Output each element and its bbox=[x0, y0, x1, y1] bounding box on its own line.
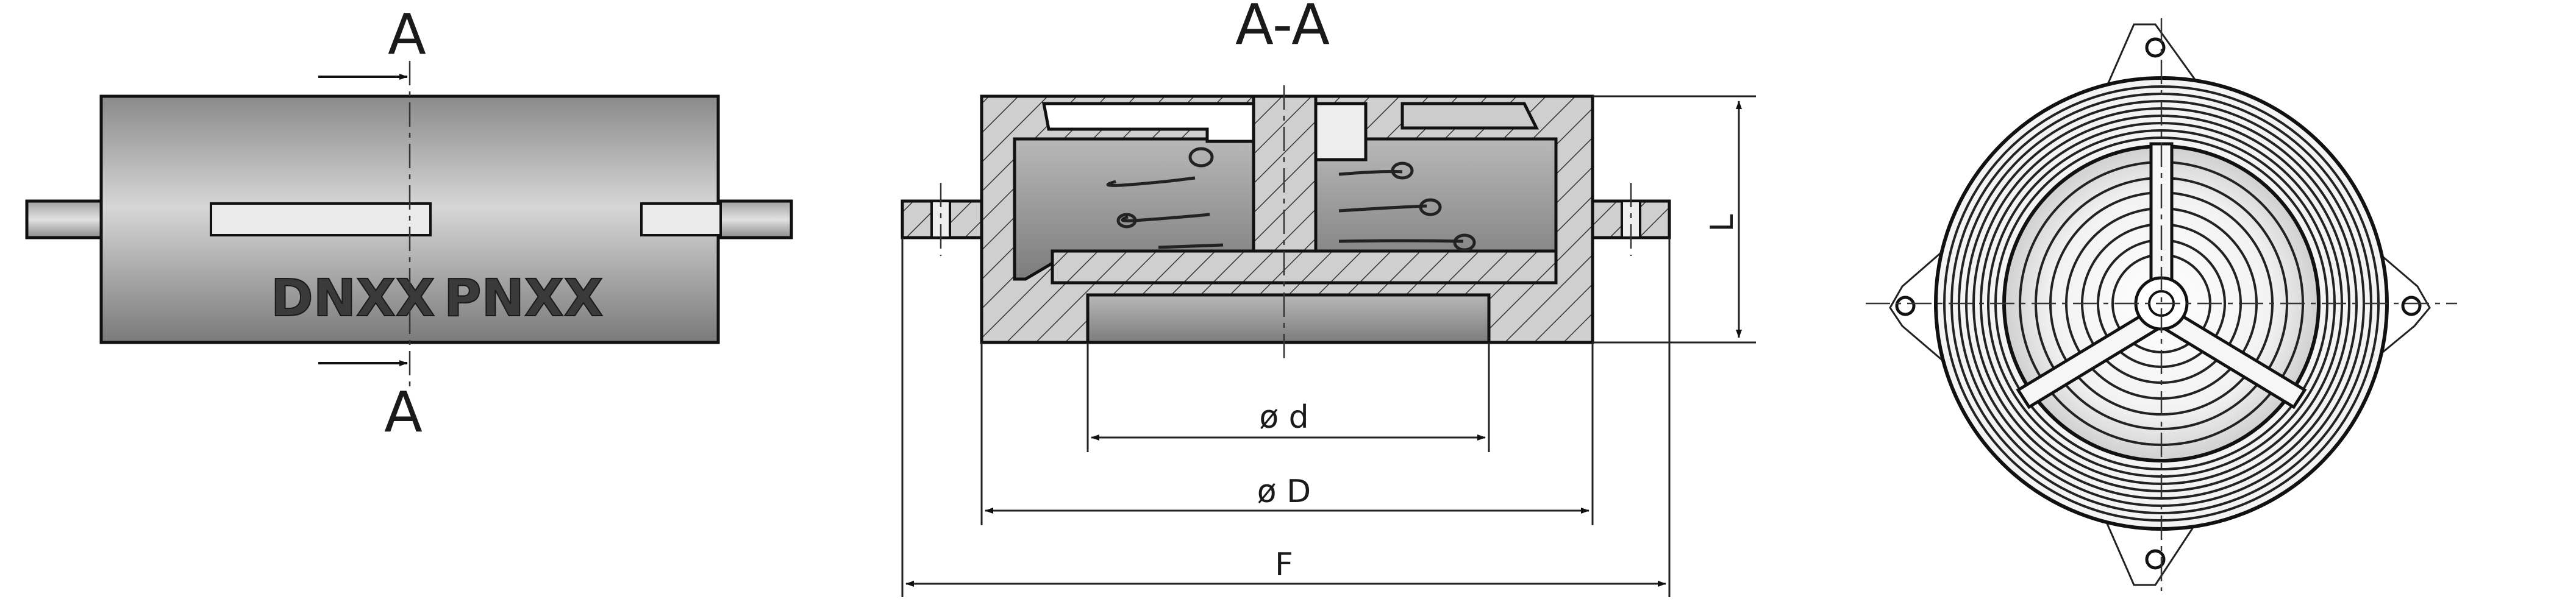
section-spring-right bbox=[1338, 161, 1476, 252]
section-spring-left bbox=[1106, 147, 1224, 249]
section-top-recess-right bbox=[1314, 102, 1368, 161]
dim-F-label: F bbox=[1275, 547, 1293, 583]
dim-D-label: ø D bbox=[1257, 473, 1311, 510]
side-slot-left bbox=[210, 202, 432, 236]
dim-L-label: L bbox=[1704, 214, 1741, 232]
front-spider bbox=[2016, 142, 2307, 409]
side-ear-right bbox=[718, 199, 793, 239]
front-hole-left bbox=[1895, 296, 1916, 316]
section-label-bottom: A bbox=[384, 380, 423, 445]
marking-dn: DNXX bbox=[271, 268, 435, 328]
section-view: A-A bbox=[901, 0, 1756, 597]
front-hole-bottom bbox=[2145, 549, 2166, 570]
section-title: A-A bbox=[1235, 0, 1330, 57]
front-view bbox=[1866, 18, 2457, 591]
section-top-recess-right2 bbox=[1400, 102, 1540, 130]
section-disc bbox=[1051, 249, 1558, 285]
side-ear-left bbox=[25, 199, 108, 239]
front-hole-top bbox=[2145, 37, 2166, 58]
dim-d-label: ø d bbox=[1259, 399, 1308, 436]
section-bottom-bore bbox=[1086, 293, 1491, 344]
section-label-top: A bbox=[388, 2, 426, 67]
side-view: DNXX PNXX A A bbox=[25, 2, 793, 445]
side-slot-right bbox=[640, 202, 722, 236]
front-hole-right bbox=[2401, 296, 2422, 316]
marking-pn: PNXX bbox=[444, 268, 603, 328]
